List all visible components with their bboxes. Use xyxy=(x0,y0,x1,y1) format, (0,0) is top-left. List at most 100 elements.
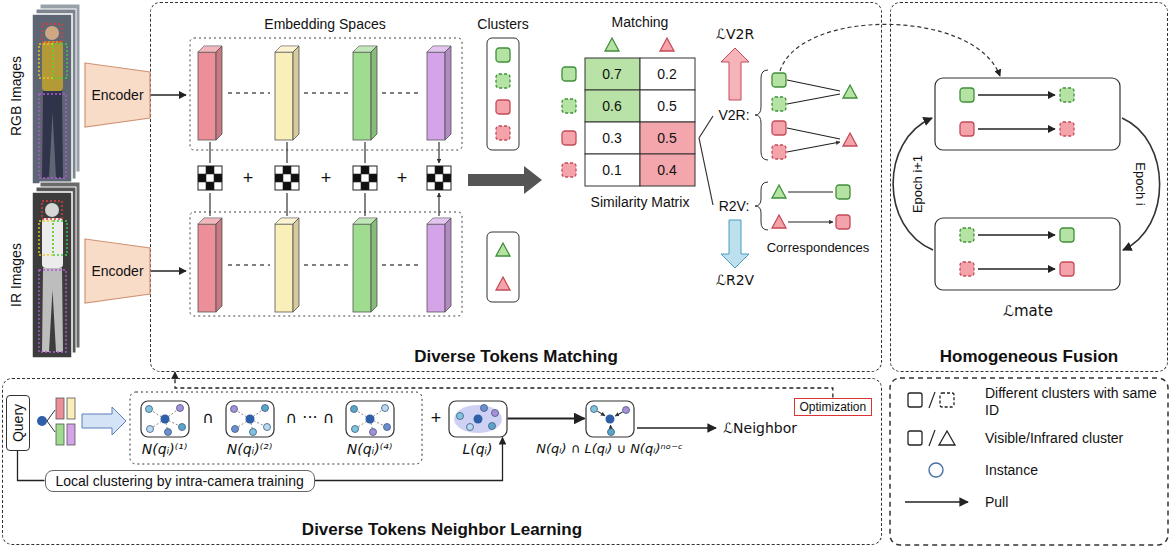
image-label: RGB Images xyxy=(8,56,24,136)
token-grid xyxy=(427,166,451,190)
token-grid xyxy=(353,166,377,190)
query-embedding xyxy=(37,392,716,464)
matrix-cell: 0.5 xyxy=(657,98,676,114)
instance-dot xyxy=(369,428,376,435)
epoch-label: Epoch i xyxy=(1133,162,1148,205)
legend-panel xyxy=(929,392,935,408)
instance-dot xyxy=(381,404,388,411)
fusion-cycle xyxy=(1122,118,1160,250)
neighbor-box xyxy=(141,401,189,437)
query-dot xyxy=(245,414,254,423)
matrix-cell: 0.5 xyxy=(657,130,676,146)
fusion-cycle xyxy=(978,234,1055,235)
matrix-caption: Similarity Matrix xyxy=(591,194,690,210)
fusion-cycle xyxy=(960,122,974,136)
similarity-matrix xyxy=(585,58,640,90)
plus-sign: + xyxy=(431,408,442,429)
node-label: L(qᵢ) xyxy=(462,441,492,458)
query-embedding xyxy=(82,407,126,435)
fusion-cycle xyxy=(1060,228,1074,242)
rgb-image-stack xyxy=(39,44,53,78)
legend-panel xyxy=(929,463,943,477)
query-embedding xyxy=(67,398,75,419)
correspondence-graph xyxy=(772,73,786,87)
similarity-matrix xyxy=(660,38,674,51)
instance-dot xyxy=(350,405,357,412)
rgb-image-stack xyxy=(32,4,80,184)
matrix-cell: 0.1 xyxy=(602,162,621,178)
similarity-matrix xyxy=(640,58,695,90)
section-panel: Diverse Tokens Matching xyxy=(150,2,882,372)
direction-label: V2R: xyxy=(718,107,749,123)
matrix-cell: 0.3 xyxy=(602,130,621,146)
loss-arrow xyxy=(721,48,749,100)
ir-image-stack xyxy=(32,182,80,358)
encoder-block: Encoder xyxy=(84,62,151,128)
loss-label: ℒmate xyxy=(1003,303,1053,320)
fusion-cycle xyxy=(960,262,974,276)
loss-label: ℒNeighbor xyxy=(723,420,797,436)
similarity-matrix xyxy=(640,90,695,122)
correspondence-graph xyxy=(772,145,786,159)
instance-dot xyxy=(480,404,487,411)
neighbor-shape xyxy=(225,400,275,438)
epoch-label: Epoch i+1 xyxy=(911,155,926,213)
query-dot xyxy=(365,414,374,423)
embedding-space xyxy=(353,218,377,312)
correspondence-graph xyxy=(843,133,857,146)
embedding-space xyxy=(427,218,451,312)
legend-panel xyxy=(908,431,922,445)
loss-arrow xyxy=(721,220,749,268)
token-grid xyxy=(198,142,451,216)
connector xyxy=(315,438,503,481)
node-label: N(qᵢ)⁽¹⁾ xyxy=(142,441,187,458)
ir-image-stack xyxy=(45,203,59,217)
fusion-cycle xyxy=(978,94,1055,95)
ir-image-stack xyxy=(39,270,66,352)
correspondence-graph xyxy=(772,121,786,135)
embedding-space xyxy=(198,46,222,140)
instance-dot xyxy=(231,425,238,432)
section-panel: Diverse Tokens Neighbor LearningQueryN(q… xyxy=(2,378,882,545)
legend-panel xyxy=(939,431,955,445)
cluster-column xyxy=(496,243,510,256)
instance-dot xyxy=(607,428,614,435)
loss-label: ℒV2R xyxy=(716,26,754,42)
ir-image-stack xyxy=(42,201,62,219)
matrix-cell: 0.6 xyxy=(602,98,621,114)
rgb-image-stack xyxy=(32,14,72,184)
ir-image-stack xyxy=(39,221,53,255)
query-embedding xyxy=(56,424,64,445)
fusion-cycle xyxy=(935,218,1120,290)
legend-text: Instance xyxy=(985,462,1038,479)
fusion-cycle xyxy=(1060,262,1074,276)
plus-sign: + xyxy=(397,168,408,189)
fusion-cycle xyxy=(1060,122,1074,136)
instance-dot xyxy=(488,422,495,429)
neighbor-box xyxy=(226,401,274,437)
similarity-matrix xyxy=(699,116,713,205)
section-heading: Diverse Tokens Matching xyxy=(151,347,881,367)
legend-text: Pull xyxy=(985,494,1008,511)
rgb-image-stack xyxy=(39,94,66,178)
section-heading: Homogeneous Fusion xyxy=(891,347,1167,367)
correspondence-graph xyxy=(755,182,768,230)
caption-label: Correspondences xyxy=(767,241,870,256)
similarity-matrix xyxy=(562,99,576,113)
embedding-space xyxy=(190,38,462,316)
neighbor-set: N(qᵢ)⁽²⁾ xyxy=(224,400,276,458)
correspondence-graph xyxy=(772,215,786,228)
plus-sign: + xyxy=(243,168,254,189)
encoder-block: Encoder xyxy=(84,238,151,304)
neighbor-shape xyxy=(585,400,635,438)
correspondence-graph xyxy=(836,185,850,199)
legend-panel xyxy=(908,393,922,407)
cluster-column xyxy=(487,38,519,302)
query-embedding xyxy=(130,392,422,464)
rgb-image-stack xyxy=(53,44,67,78)
ir-image-stack xyxy=(42,268,63,352)
similarity-matrix xyxy=(562,38,713,205)
section-label: Matching xyxy=(612,14,669,30)
